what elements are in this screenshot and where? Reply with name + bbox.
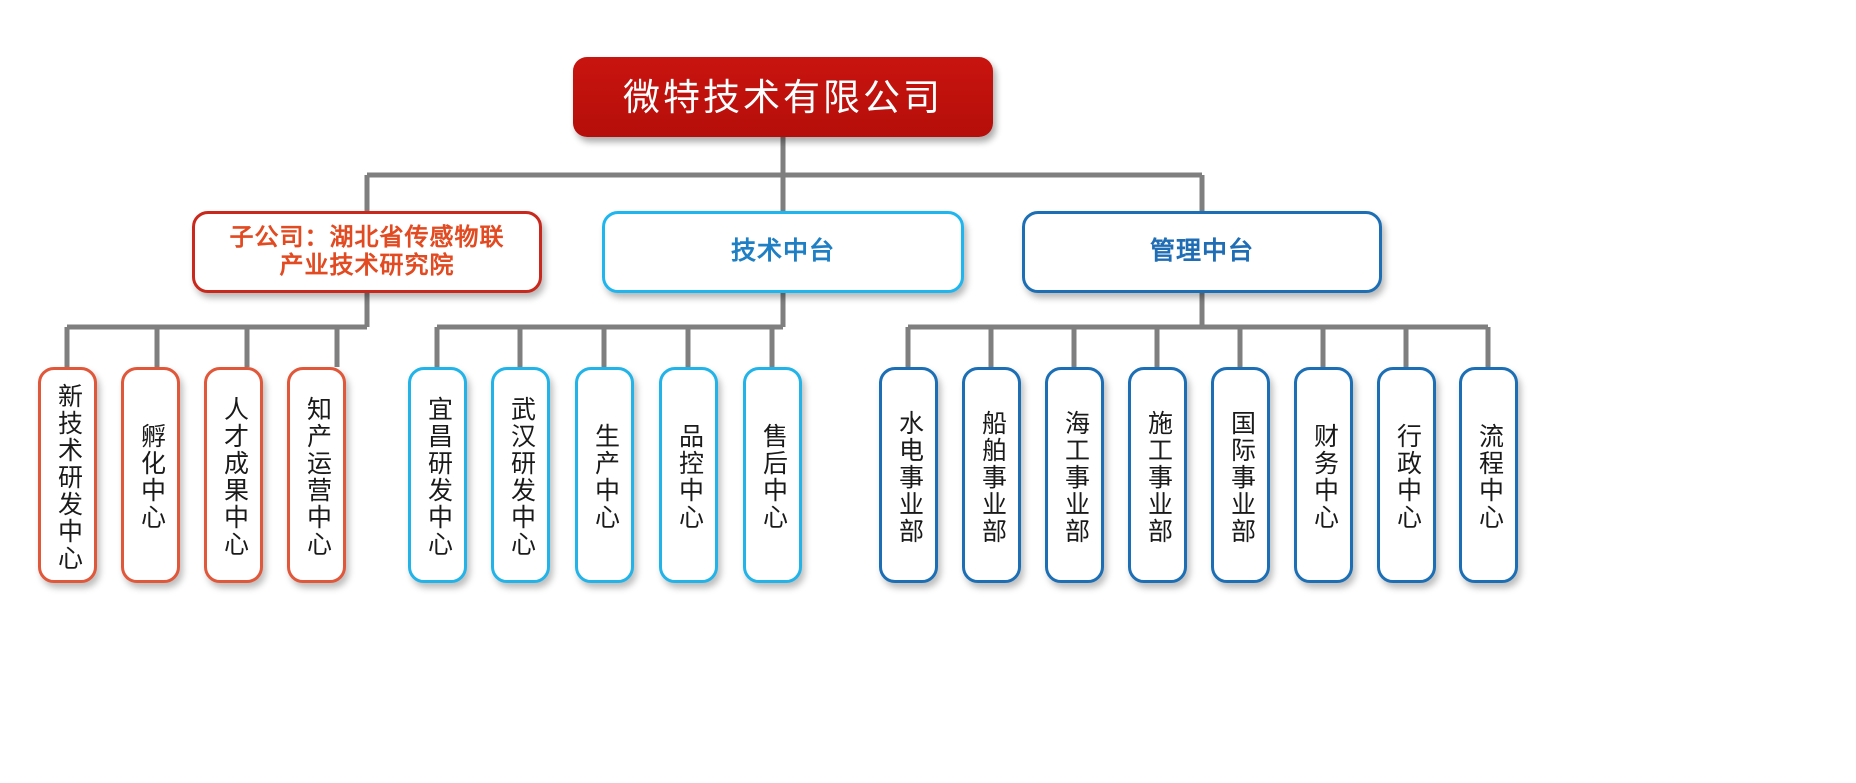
leaf-node-label: 孵化中心 [137,423,165,531]
branch-node-mgmt-platform[interactable]: 管理中台 [1022,211,1382,293]
leaf-node-label: 流程中心 [1475,423,1503,531]
leaf-node-label: 施工事业部 [1144,409,1172,545]
leaf-node-label: 财务中心 [1310,423,1338,531]
leaf-node-talent-achievement-center[interactable]: 人才成果中心 [204,367,263,583]
leaf-node-label: 行政中心 [1393,423,1421,531]
root-node-label: 微特技术有限公司 [623,76,943,118]
leaf-node-label: 知产运营中心 [303,396,331,558]
leaf-node-label: 船舶事业部 [978,409,1006,545]
leaf-node-wuhan-rd-center[interactable]: 武汉研发中心 [491,367,550,583]
leaf-node-label: 海工事业部 [1061,409,1089,545]
leaf-node-new-tech-rd-center[interactable]: 新技术研发中心 [38,367,97,583]
branch-node-tech-platform[interactable]: 技术中台 [602,211,964,293]
leaf-node-after-sales-center[interactable]: 售后中心 [743,367,802,583]
leaf-node-label: 售后中心 [759,423,787,531]
leaf-node-ip-operation-center[interactable]: 知产运营中心 [287,367,346,583]
branch-node-tech-platform-label: 技术中台 [730,237,835,266]
leaf-node-yichang-rd-center[interactable]: 宜昌研发中心 [408,367,467,583]
leaf-node-label: 水电事业部 [895,409,923,545]
branch-label-line-1: 子公司：湖北省传感物联 [229,223,505,251]
leaf-node-international-division[interactable]: 国际事业部 [1211,367,1270,583]
leaf-node-finance-center[interactable]: 财务中心 [1294,367,1353,583]
branch-node-subsidiary-label: 子公司：湖北省传感物联 产业技术研究院 [230,224,505,281]
leaf-node-label: 人才成果中心 [220,396,248,558]
leaf-node-hydropower-division[interactable]: 水电事业部 [879,367,938,583]
root-node-company[interactable]: 微特技术有限公司 [573,57,993,137]
leaf-node-shipbuilding-division[interactable]: 船舶事业部 [962,367,1021,583]
leaf-node-offshore-engineering-division[interactable]: 海工事业部 [1045,367,1104,583]
leaf-node-incubation-center[interactable]: 孵化中心 [121,367,180,583]
leaf-node-label: 武汉研发中心 [507,396,535,558]
leaf-node-label: 宜昌研发中心 [424,396,452,558]
leaf-node-quality-control-center[interactable]: 品控中心 [659,367,718,583]
leaf-node-label: 生产中心 [591,423,619,531]
branch-label-line-2: 产业技术研究院 [279,252,455,279]
leaf-node-administration-center[interactable]: 行政中心 [1377,367,1436,583]
branch-node-subsidiary[interactable]: 子公司：湖北省传感物联 产业技术研究院 [192,211,542,293]
leaf-node-process-center[interactable]: 流程中心 [1459,367,1518,583]
leaf-node-label: 国际事业部 [1227,409,1255,545]
leaf-node-construction-division[interactable]: 施工事业部 [1128,367,1187,583]
branch-node-mgmt-platform-label: 管理中台 [1149,237,1254,266]
leaf-node-label: 品控中心 [675,423,703,531]
leaf-node-label: 新技术研发中心 [54,382,82,572]
leaf-node-production-center[interactable]: 生产中心 [575,367,634,583]
